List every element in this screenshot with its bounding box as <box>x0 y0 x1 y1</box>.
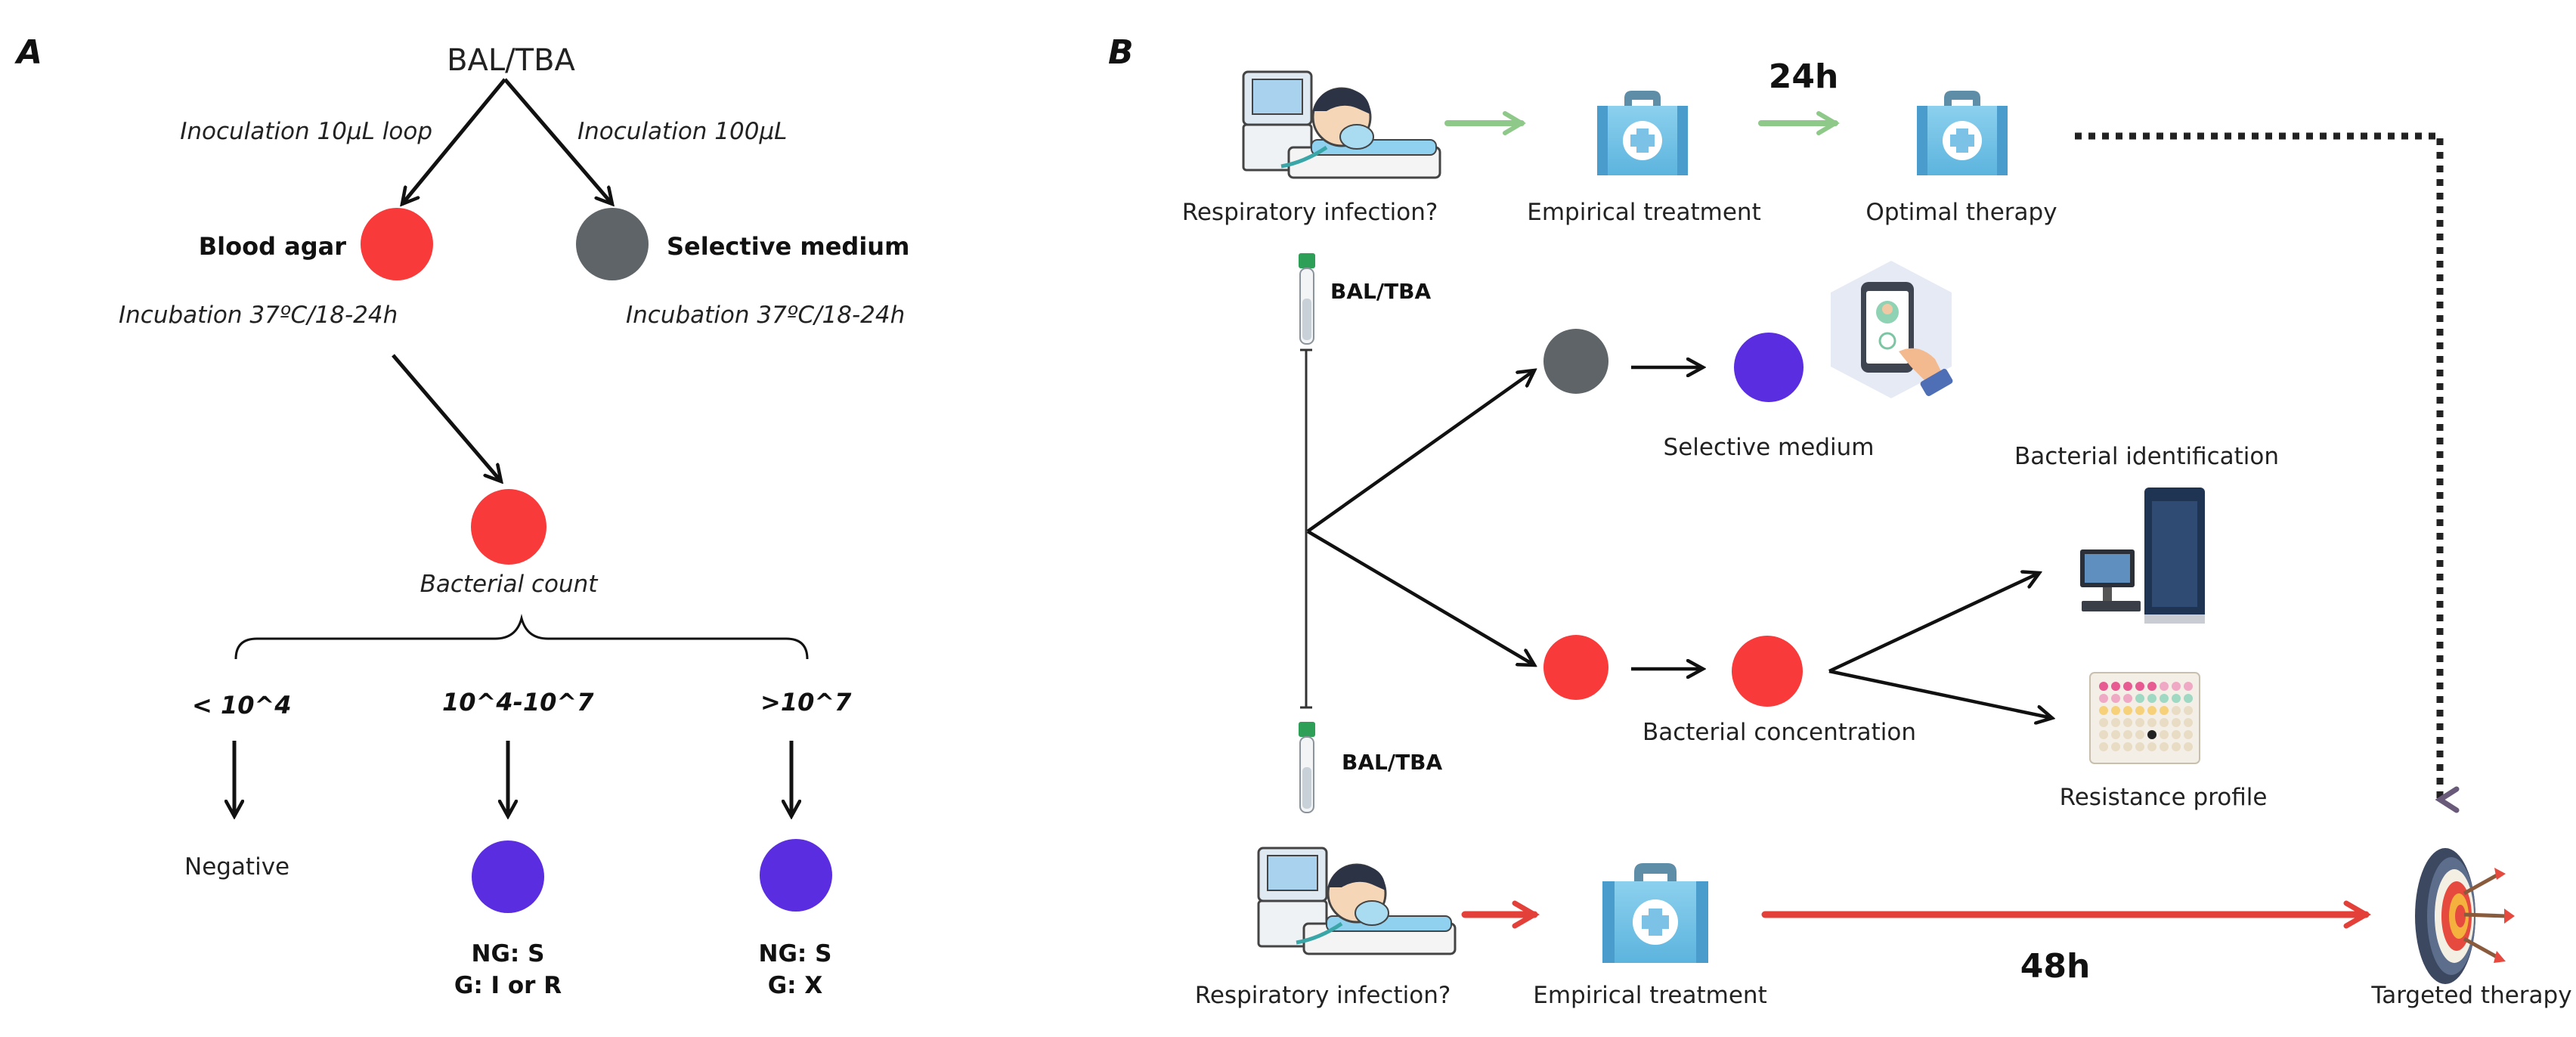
targeted-therapy-label: Targeted therapy <box>2371 982 2572 1009</box>
colony-high <box>760 839 832 912</box>
colony-mid <box>472 840 544 913</box>
selective-medium-label: Selective medium <box>667 232 910 261</box>
target-icon <box>2415 848 2515 984</box>
result-high-line1: NG: S <box>758 940 832 967</box>
selective-medium-plate <box>576 208 649 280</box>
blood-agar-plate <box>361 208 433 280</box>
bottom-treatment-label: Empirical treatment <box>1533 982 1767 1009</box>
bacterial-identification-label: Bacterial identification <box>2014 443 2280 470</box>
antibiogram-plate-icon <box>2089 672 2200 764</box>
incubation-right-label: Incubation 37ºC/18-24h <box>626 302 906 329</box>
result-high: NG: S G: X <box>759 939 832 1002</box>
result-mid-line1: NG: S <box>471 940 545 967</box>
bacterial-count-plate <box>471 489 546 565</box>
bottom-patient-label: Respiratory infection? <box>1194 982 1451 1009</box>
arrow-to-blood-agar <box>402 78 506 204</box>
panel-b-label: B <box>1108 33 1134 72</box>
threshold-low: < 10^4 <box>192 691 292 720</box>
blood-agar-plate-b <box>1543 635 1608 700</box>
medical-kit-icon <box>1917 91 2008 175</box>
arrow-to-selective-plate <box>1306 370 1534 533</box>
medical-kit-icon <box>1602 863 1708 963</box>
sample-tube-icon <box>1299 722 1315 813</box>
optimal-therapy-label: Optimal therapy <box>1865 199 2057 226</box>
threshold-high: >10^7 <box>760 688 852 717</box>
inoculation-right-label: Inoculation 100µL <box>577 118 788 145</box>
arrow-to-identification <box>1828 573 2039 673</box>
arrow-to-bacterial-count <box>392 354 501 481</box>
result-mid-line2: G: I or R <box>454 971 562 999</box>
panel-b <box>1242 70 2515 984</box>
threshold-brace <box>234 614 809 660</box>
dotted-path-to-target <box>2075 132 2460 813</box>
medical-kit-icon <box>1597 91 1688 175</box>
panel-a <box>234 78 832 913</box>
arrow-to-resistance <box>1828 669 2052 718</box>
selective-medium-b-label: Selective medium <box>1663 434 1875 461</box>
sample-tube-icon <box>1299 253 1315 345</box>
tube-top-label: BAL/TBA <box>1330 279 1432 304</box>
bacterial-concentration-plate <box>1732 636 1803 707</box>
arrow-to-blood-plate <box>1306 530 1534 665</box>
top-treatment-label: Empirical treatment <box>1527 199 1761 226</box>
threshold-mid: 10^4-10^7 <box>442 688 594 717</box>
bacterial-concentration-label: Bacterial concentration <box>1642 719 1917 746</box>
inoculation-left-label: Inoculation 10µL loop <box>180 118 432 145</box>
result-high-line2: G: X <box>767 971 823 999</box>
incubation-left-label: Incubation 37ºC/18-24h <box>119 302 398 329</box>
smartphone-app-icon <box>1831 261 1953 398</box>
ventilated-patient-icon <box>1257 847 1457 955</box>
arrow-to-selective-medium <box>503 78 612 204</box>
panel-a-label: A <box>17 33 43 72</box>
result-mid: NG: S G: I or R <box>454 939 562 1002</box>
ventilated-patient-icon <box>1242 70 1441 179</box>
colony-selective <box>1734 333 1804 402</box>
resistance-profile-label: Resistance profile <box>2059 784 2268 811</box>
blood-agar-label: Blood agar <box>198 232 346 261</box>
tube-bottom-label: BAL/TBA <box>1342 750 1443 775</box>
maldi-tof-instrument-icon <box>2080 488 2205 624</box>
sample-label-a: BAL/TBA <box>447 43 575 78</box>
negative-label: Negative <box>184 853 290 881</box>
top-time-label: 24h <box>1768 57 1839 96</box>
top-patient-label: Respiratory infection? <box>1181 199 1438 226</box>
bottom-time-label: 48h <box>2020 947 2091 986</box>
selective-medium-plate-b <box>1543 329 1608 394</box>
bacterial-count-label: Bacterial count <box>420 571 598 598</box>
